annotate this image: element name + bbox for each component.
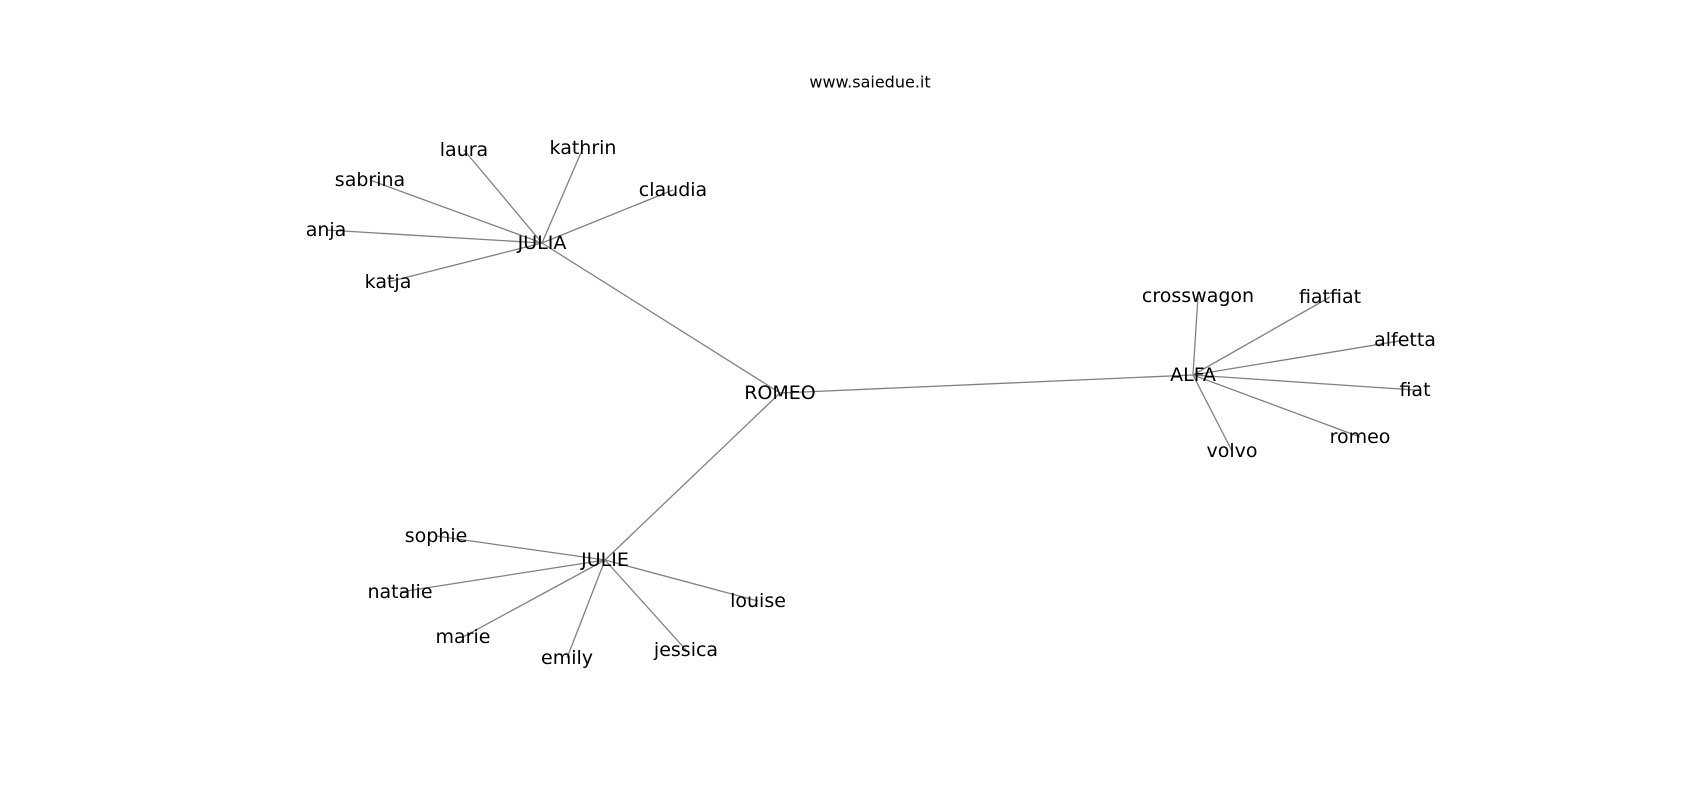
edge-julie-jessica: [604, 559, 687, 651]
edge-romeo-julie: [604, 392, 781, 561]
node-label-alfetta: alfetta: [1374, 329, 1436, 351]
edge-alfa-fiatfiat: [1192, 296, 1331, 376]
edge-julie-marie: [462, 559, 606, 638]
edge-julia-laura: [463, 149, 543, 244]
node-label-sabrina: sabrina: [335, 169, 405, 191]
edge-alfa-volvo: [1192, 374, 1233, 452]
node-label-crosswagon: crosswagon: [1142, 285, 1254, 307]
edge-alfa-romeo: [1192, 374, 1361, 438]
node-label-julie-hub: JULIE: [580, 549, 629, 571]
node-label-romeo: romeo: [1330, 426, 1391, 448]
edge-julia-anja: [325, 229, 543, 244]
edge-alfa-fiat: [1192, 374, 1416, 391]
edge-julie-louise: [604, 559, 759, 602]
node-label-sophie: sophie: [405, 525, 468, 547]
watermark-text: www.saiedue.it: [809, 73, 930, 92]
edge-layer: [325, 147, 1416, 659]
node-label-laura: laura: [440, 139, 488, 161]
node-label-marie: marie: [436, 626, 491, 648]
node-label-katja: katja: [365, 271, 412, 293]
node-label-louise: louise: [730, 590, 786, 612]
edge-julia-kathrin: [541, 147, 584, 244]
node-label-alfa-hub: ALFA: [1170, 364, 1216, 386]
edge-alfa-alfetta: [1192, 339, 1406, 376]
edge-julia-katja: [387, 242, 543, 283]
node-label-natalie: natalie: [367, 581, 432, 603]
node-label-julia-hub: JULIA: [517, 232, 567, 254]
node-label-claudia: claudia: [639, 179, 707, 201]
node-label-kathrin: kathrin: [550, 137, 617, 159]
edge-julia-sabrina: [369, 179, 543, 244]
edge-julia-claudia: [541, 189, 674, 244]
edge-romeo-julia: [541, 242, 781, 394]
node-label-emily: emily: [541, 647, 593, 669]
edge-julie-natalie: [399, 559, 606, 593]
node-label-anja: anja: [306, 219, 347, 241]
edge-julie-emily: [566, 559, 606, 659]
node-label-volvo: volvo: [1206, 440, 1257, 462]
node-label-jessica: jessica: [653, 639, 718, 661]
edge-julie-sophie: [435, 535, 606, 561]
edge-romeo-alfa: [779, 374, 1194, 394]
node-label-fiatfiat: fiatfiat: [1299, 286, 1361, 308]
edge-alfa-crosswagon: [1192, 295, 1199, 376]
node-label-fiat: fiat: [1399, 379, 1430, 401]
label-layer: ROMEO JULIA JULIE ALFA laura kathrin sabrina cl…: [306, 137, 1436, 669]
node-label-romeo-hub: ROMEO: [744, 382, 816, 404]
